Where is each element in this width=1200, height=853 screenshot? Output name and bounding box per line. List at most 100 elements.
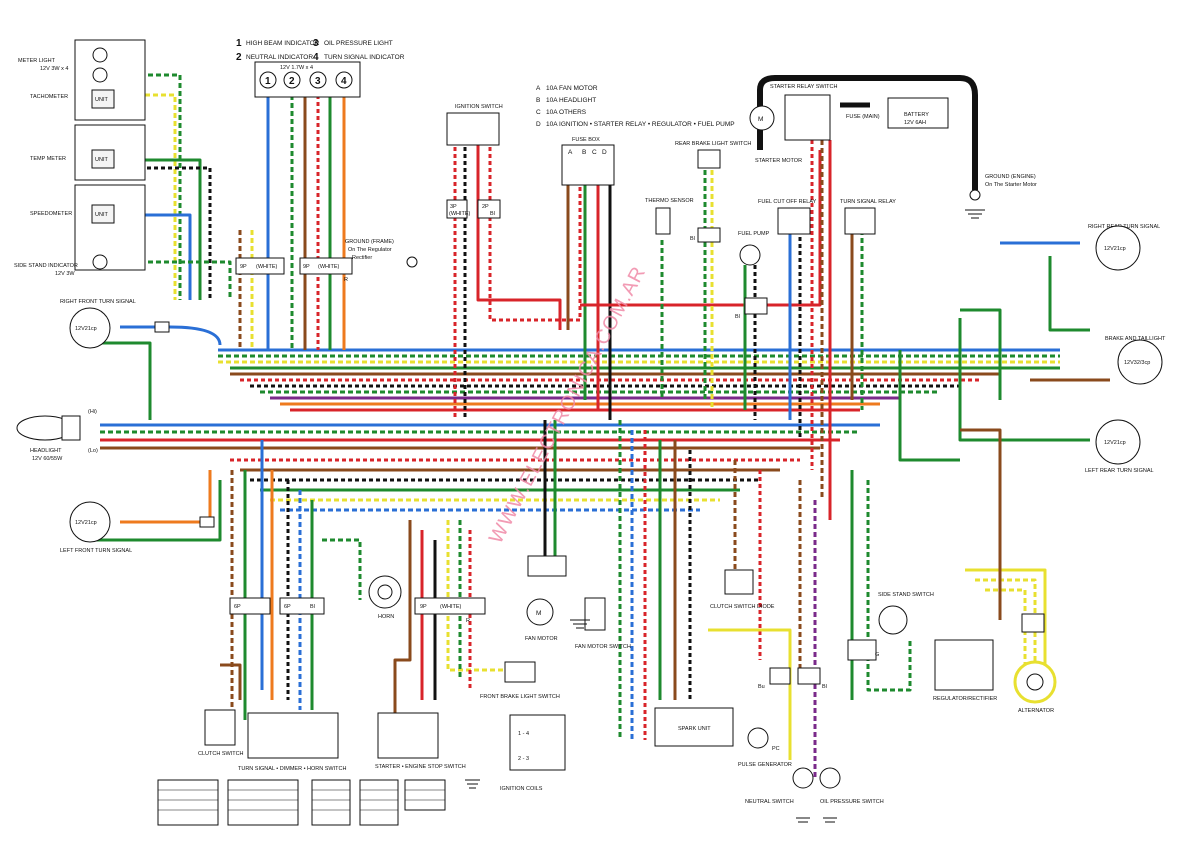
- lf-turn-bulb-spec: 12V21cp: [75, 520, 97, 526]
- lf-turn-label: LEFT FRONT TURN SIGNAL: [60, 548, 132, 554]
- fuel-pump: FUEL PUMP Bl: [735, 231, 770, 320]
- oil-pressure-switch: OIL PRESSURE SWITCH: [819, 767, 884, 805]
- bc-9p: 9P: [420, 604, 427, 610]
- meter-light-spec: 12V 3W x 4: [40, 66, 68, 72]
- side-stand-switch: SIDE STAND SWITCH G: [847, 592, 934, 661]
- fuse-letter-b: B: [536, 97, 540, 104]
- unit-label-speed: UNIT: [95, 212, 108, 218]
- turn-relay-label: TURN SIGNAL RELAY: [840, 199, 896, 205]
- rear-brake-switch-label: REAR BRAKE LIGHT SWITCH: [675, 141, 751, 147]
- connector-9p-right: 9P (WHITE) R: [299, 257, 353, 283]
- ignition-switch-label: IGNITION SWITCH: [455, 104, 503, 110]
- spark-unit: SPARK UNIT: [654, 707, 734, 747]
- bc-9p-r: R: [466, 618, 470, 624]
- bm-6p: 6P: [284, 604, 291, 610]
- lo-beam-label: (Lo): [88, 448, 98, 454]
- side-stand-indicator-spec: 12V 3W: [55, 271, 75, 277]
- conn-9p2-label: 9P: [303, 264, 310, 270]
- lamp-1: 1: [265, 76, 271, 87]
- indicator-legend: 1 HIGH BEAM INDICATOR 2 NEUTRAL INDICATO…: [236, 38, 405, 63]
- lamp-2: 2: [289, 76, 295, 87]
- fuel-pump-label: FUEL PUMP: [738, 231, 770, 237]
- ign-3p: 3P: [450, 204, 457, 210]
- starter-relay-label: STARTER RELAY SWITCH: [770, 84, 837, 90]
- rf-turn-bulb-spec: 12V21cp: [75, 326, 97, 332]
- legend-text-3: OIL PRESSURE LIGHT: [324, 40, 393, 47]
- fuse-legend: A 10A FAN MOTOR B 10A HEADLIGHT C 10A OT…: [536, 85, 735, 128]
- ign-2p-bl: Bl: [490, 211, 495, 217]
- conn-9p-label: 9P: [240, 264, 247, 270]
- clutch-switch-diode: CLUTCH SWITCH DIODE: [710, 569, 775, 610]
- legend-text-4: TURN SIGNAL INDICATOR: [324, 54, 405, 61]
- lamp-4: 4: [341, 76, 347, 87]
- fan-motor-label: FAN MOTOR: [525, 636, 558, 642]
- turn-dimmer-horn-label: TURN SIGNAL • DIMMER • HORN SWITCH: [238, 766, 346, 772]
- fuse-text-c: 10A OTHERS: [546, 109, 587, 116]
- battery-label: BATTERY: [904, 112, 929, 118]
- bm-bl: Bl: [310, 604, 315, 610]
- alternator-label: ALTERNATOR: [1018, 708, 1054, 714]
- legend-num-1: 1: [236, 38, 242, 49]
- fuel-cutoff-relay: FUEL CUT OFF RELAY: [758, 199, 817, 235]
- connector-bottom-left: 6P 6P Bl 9P (WHITE) R: [229, 597, 486, 624]
- horn: HORN: [368, 575, 402, 620]
- legend-num-4: 4: [313, 52, 319, 63]
- pulse-generator: PC PULSE GENERATOR Bu Bl: [738, 667, 827, 768]
- speedometer-label: SPEEDOMETER: [30, 211, 72, 217]
- ground-engine-note: On The Starter Motor: [985, 182, 1037, 188]
- starter-relay: STARTER RELAY SWITCH M STARTER MOTOR FUS…: [749, 84, 880, 164]
- svg-text:M: M: [758, 116, 763, 123]
- bulb-spec: 12V 1.7W x 4: [280, 65, 313, 71]
- ignition-switch: IGNITION SWITCH 3P (WHITE) 2P Bl: [446, 104, 503, 219]
- starter-engine-stop-switch: STARTER • ENGINE STOP SWITCH: [375, 712, 466, 770]
- meter-light-label: METER LIGHT: [18, 58, 56, 64]
- unit-label-temp: UNIT: [95, 157, 108, 163]
- bc-9p-color: (WHITE): [440, 604, 462, 610]
- fan-motor-switch: FAN MOTOR SWITCH: [575, 597, 631, 650]
- legend-num-3: 3: [313, 38, 319, 49]
- bl-6p: 6P: [234, 604, 241, 610]
- pulse-pc: PC: [772, 746, 780, 752]
- fuse-box-label: FUSE BOX: [572, 137, 600, 143]
- fuse-text-a: 10A FAN MOTOR: [546, 85, 598, 92]
- fusebox-d: D: [602, 149, 607, 156]
- fuse-text-d: 10A IGNITION • STARTER RELAY • REGULATOR…: [546, 121, 735, 128]
- meter-cluster: UNIT UNIT UNIT: [74, 39, 146, 271]
- side-stand-indicator-label: SIDE STAND INDICATOR: [14, 263, 78, 269]
- rr-turn-spec: 12V21cp: [1104, 246, 1126, 252]
- side-stand-switch-label: SIDE STAND SWITCH: [878, 592, 934, 598]
- starter-stop-label: STARTER • ENGINE STOP SWITCH: [375, 764, 466, 770]
- brake-tail-label: BRAKE AND TAILLIGHT: [1105, 336, 1166, 342]
- conn-9p2-color: (WHITE): [318, 264, 340, 270]
- clutch-switch-label: CLUTCH SWITCH: [198, 751, 244, 757]
- ground-frame: GROUND (FRAME) On The Regulator Rectifie…: [345, 239, 418, 268]
- regulator-rectifier: REGULATOR/RECTIFIER: [933, 639, 997, 702]
- wire-harness: [90, 73, 1110, 780]
- battery-spec: 12V 6AH: [904, 120, 926, 126]
- rear-brake-light-switch: REAR BRAKE LIGHT SWITCH Bl: [675, 141, 751, 243]
- ground-symbols: [465, 619, 837, 823]
- coil-14: 1 - 4: [518, 731, 529, 737]
- lamp-3: 3: [315, 76, 321, 87]
- rf-turn-label: RIGHT FRONT TURN SIGNAL: [60, 299, 136, 305]
- right-front-turn-signal: 12V21cp RIGHT FRONT TURN SIGNAL: [60, 299, 170, 349]
- unit-label-tach: UNIT: [95, 97, 108, 103]
- ignition-coils: 1 - 4 2 - 3 IGNITION COILS: [500, 714, 566, 792]
- brake-taillight: BRAKE AND TAILLIGHT 12V32/3cp: [1105, 336, 1166, 385]
- coil-23: 2 - 3: [518, 756, 529, 762]
- left-rear-turn-signal: 12V21cp LEFT REAR TURN SIGNAL: [1085, 419, 1154, 474]
- ground-frame-note2: Rectifier: [352, 255, 372, 261]
- ground-engine-label: GROUND (ENGINE): [985, 174, 1036, 180]
- headlight-spec: 12V 60/55W: [32, 456, 63, 462]
- fuel-cutoff-label: FUEL CUT OFF RELAY: [758, 199, 817, 205]
- fuse-main-label: FUSE (MAIN): [846, 114, 880, 120]
- clutch-switch: CLUTCH SWITCH: [198, 709, 244, 757]
- thermo-sensor-label: THERMO SENSOR: [645, 198, 694, 204]
- hi-beam-label: (Hi): [88, 409, 97, 415]
- ignition-coils-label: IGNITION COILS: [500, 786, 543, 792]
- temp-meter-label: TEMP METER: [30, 156, 66, 162]
- fuse-letter-d: D: [536, 121, 541, 128]
- legend-text-2: NEUTRAL INDICATOR: [246, 54, 313, 61]
- headlight: (Hi) (Lo) HEADLIGHT 12V 60/55W: [16, 409, 98, 462]
